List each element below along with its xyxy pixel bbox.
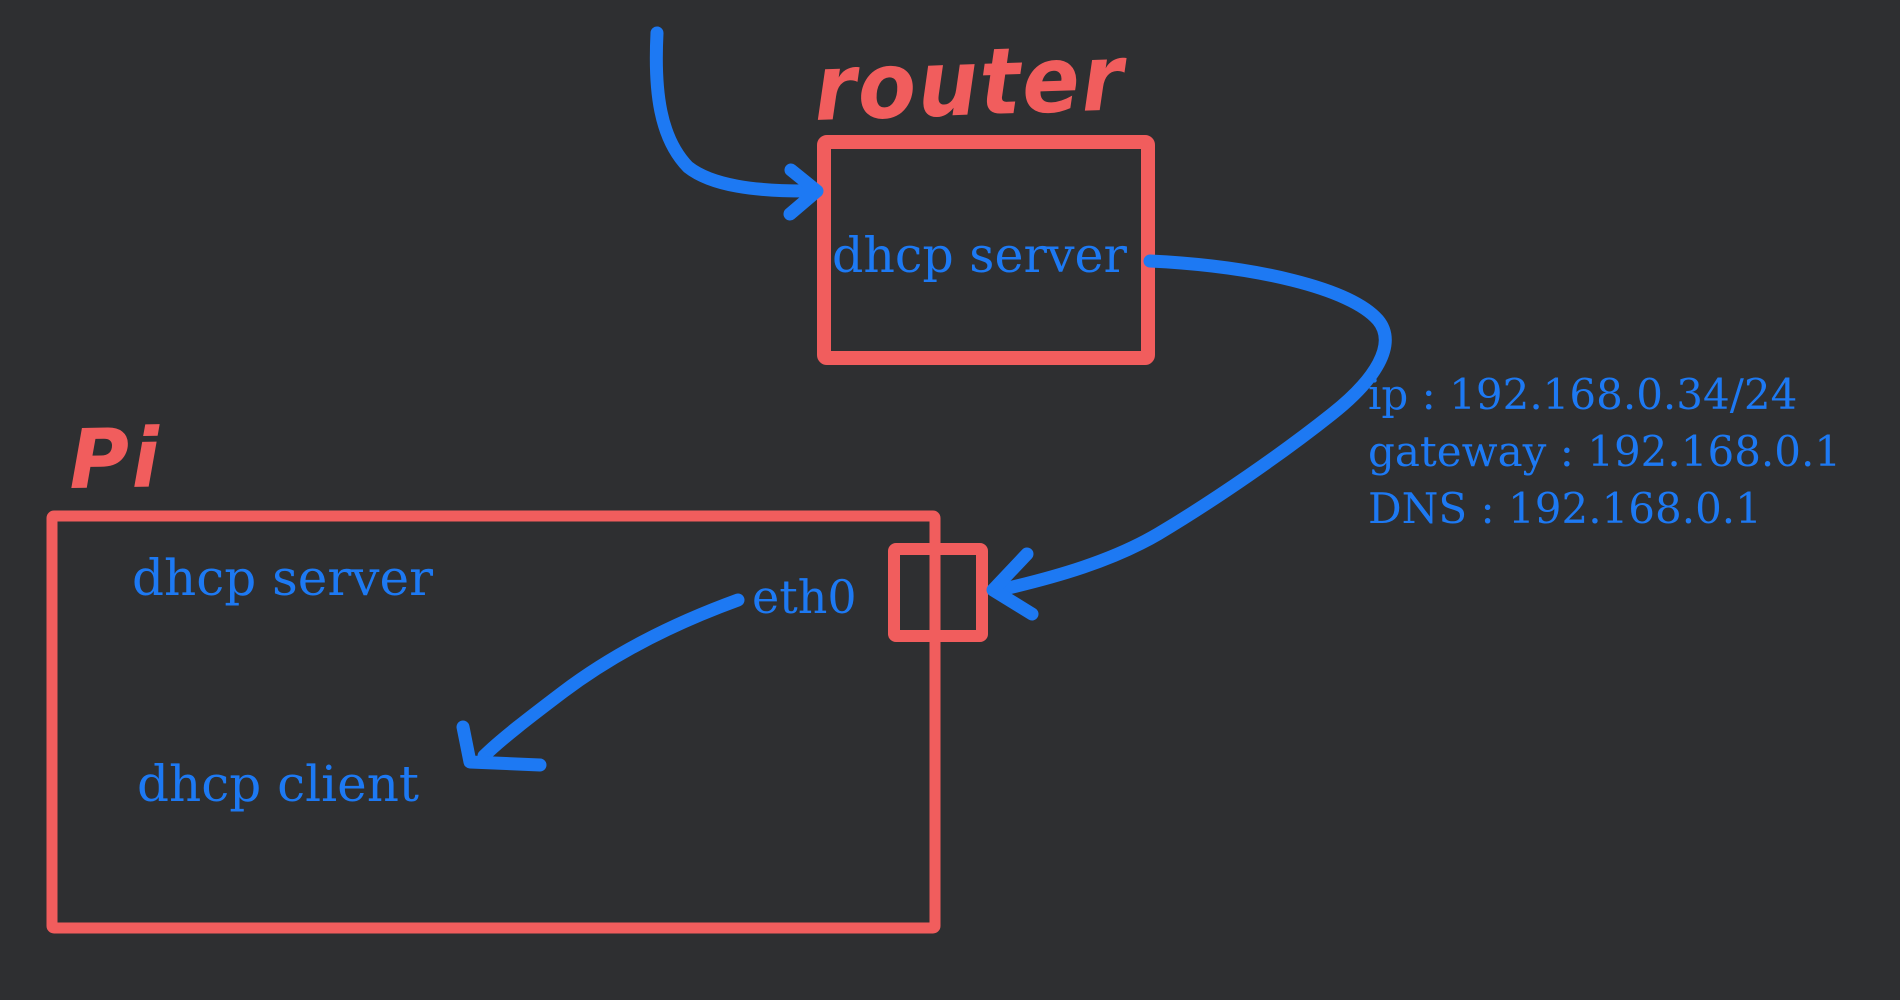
arrow-router-to-eth0 xyxy=(986,254,1392,621)
pi-dhcp-client-label: dhcp client xyxy=(137,755,419,813)
arrow-into-router-head xyxy=(783,163,824,221)
arrow-eth0-to-client-shaft xyxy=(477,593,745,763)
router-box xyxy=(817,135,1155,365)
router-title: router xyxy=(812,24,1127,142)
pi-title: Pi xyxy=(68,411,163,509)
pi-box xyxy=(46,510,941,934)
router-dhcp-server-label: dhcp server xyxy=(832,227,1127,284)
lease-ip-line: ip : 192.168.0.34/24 xyxy=(1368,370,1798,419)
eth0-label: eth0 xyxy=(752,570,857,624)
arrow-into-router xyxy=(649,26,824,221)
arrow-eth0-to-client xyxy=(456,593,745,772)
lease-info-block: ip : 192.168.0.34/24 gateway : 192.168.0… xyxy=(1368,366,1841,537)
lease-dns-line: DNS : 192.168.0.1 xyxy=(1368,484,1762,533)
arrow-router-to-eth0-shaft xyxy=(997,254,1392,596)
arrow-router-to-eth0-head xyxy=(986,547,1039,621)
arrow-eth0-to-client-head xyxy=(456,720,547,772)
arrow-into-router-shaft xyxy=(649,26,811,198)
eth0-port-box xyxy=(888,543,988,642)
lease-gateway-line: gateway : 192.168.0.1 xyxy=(1368,427,1842,476)
pi-dhcp-server-label: dhcp server xyxy=(132,549,434,607)
